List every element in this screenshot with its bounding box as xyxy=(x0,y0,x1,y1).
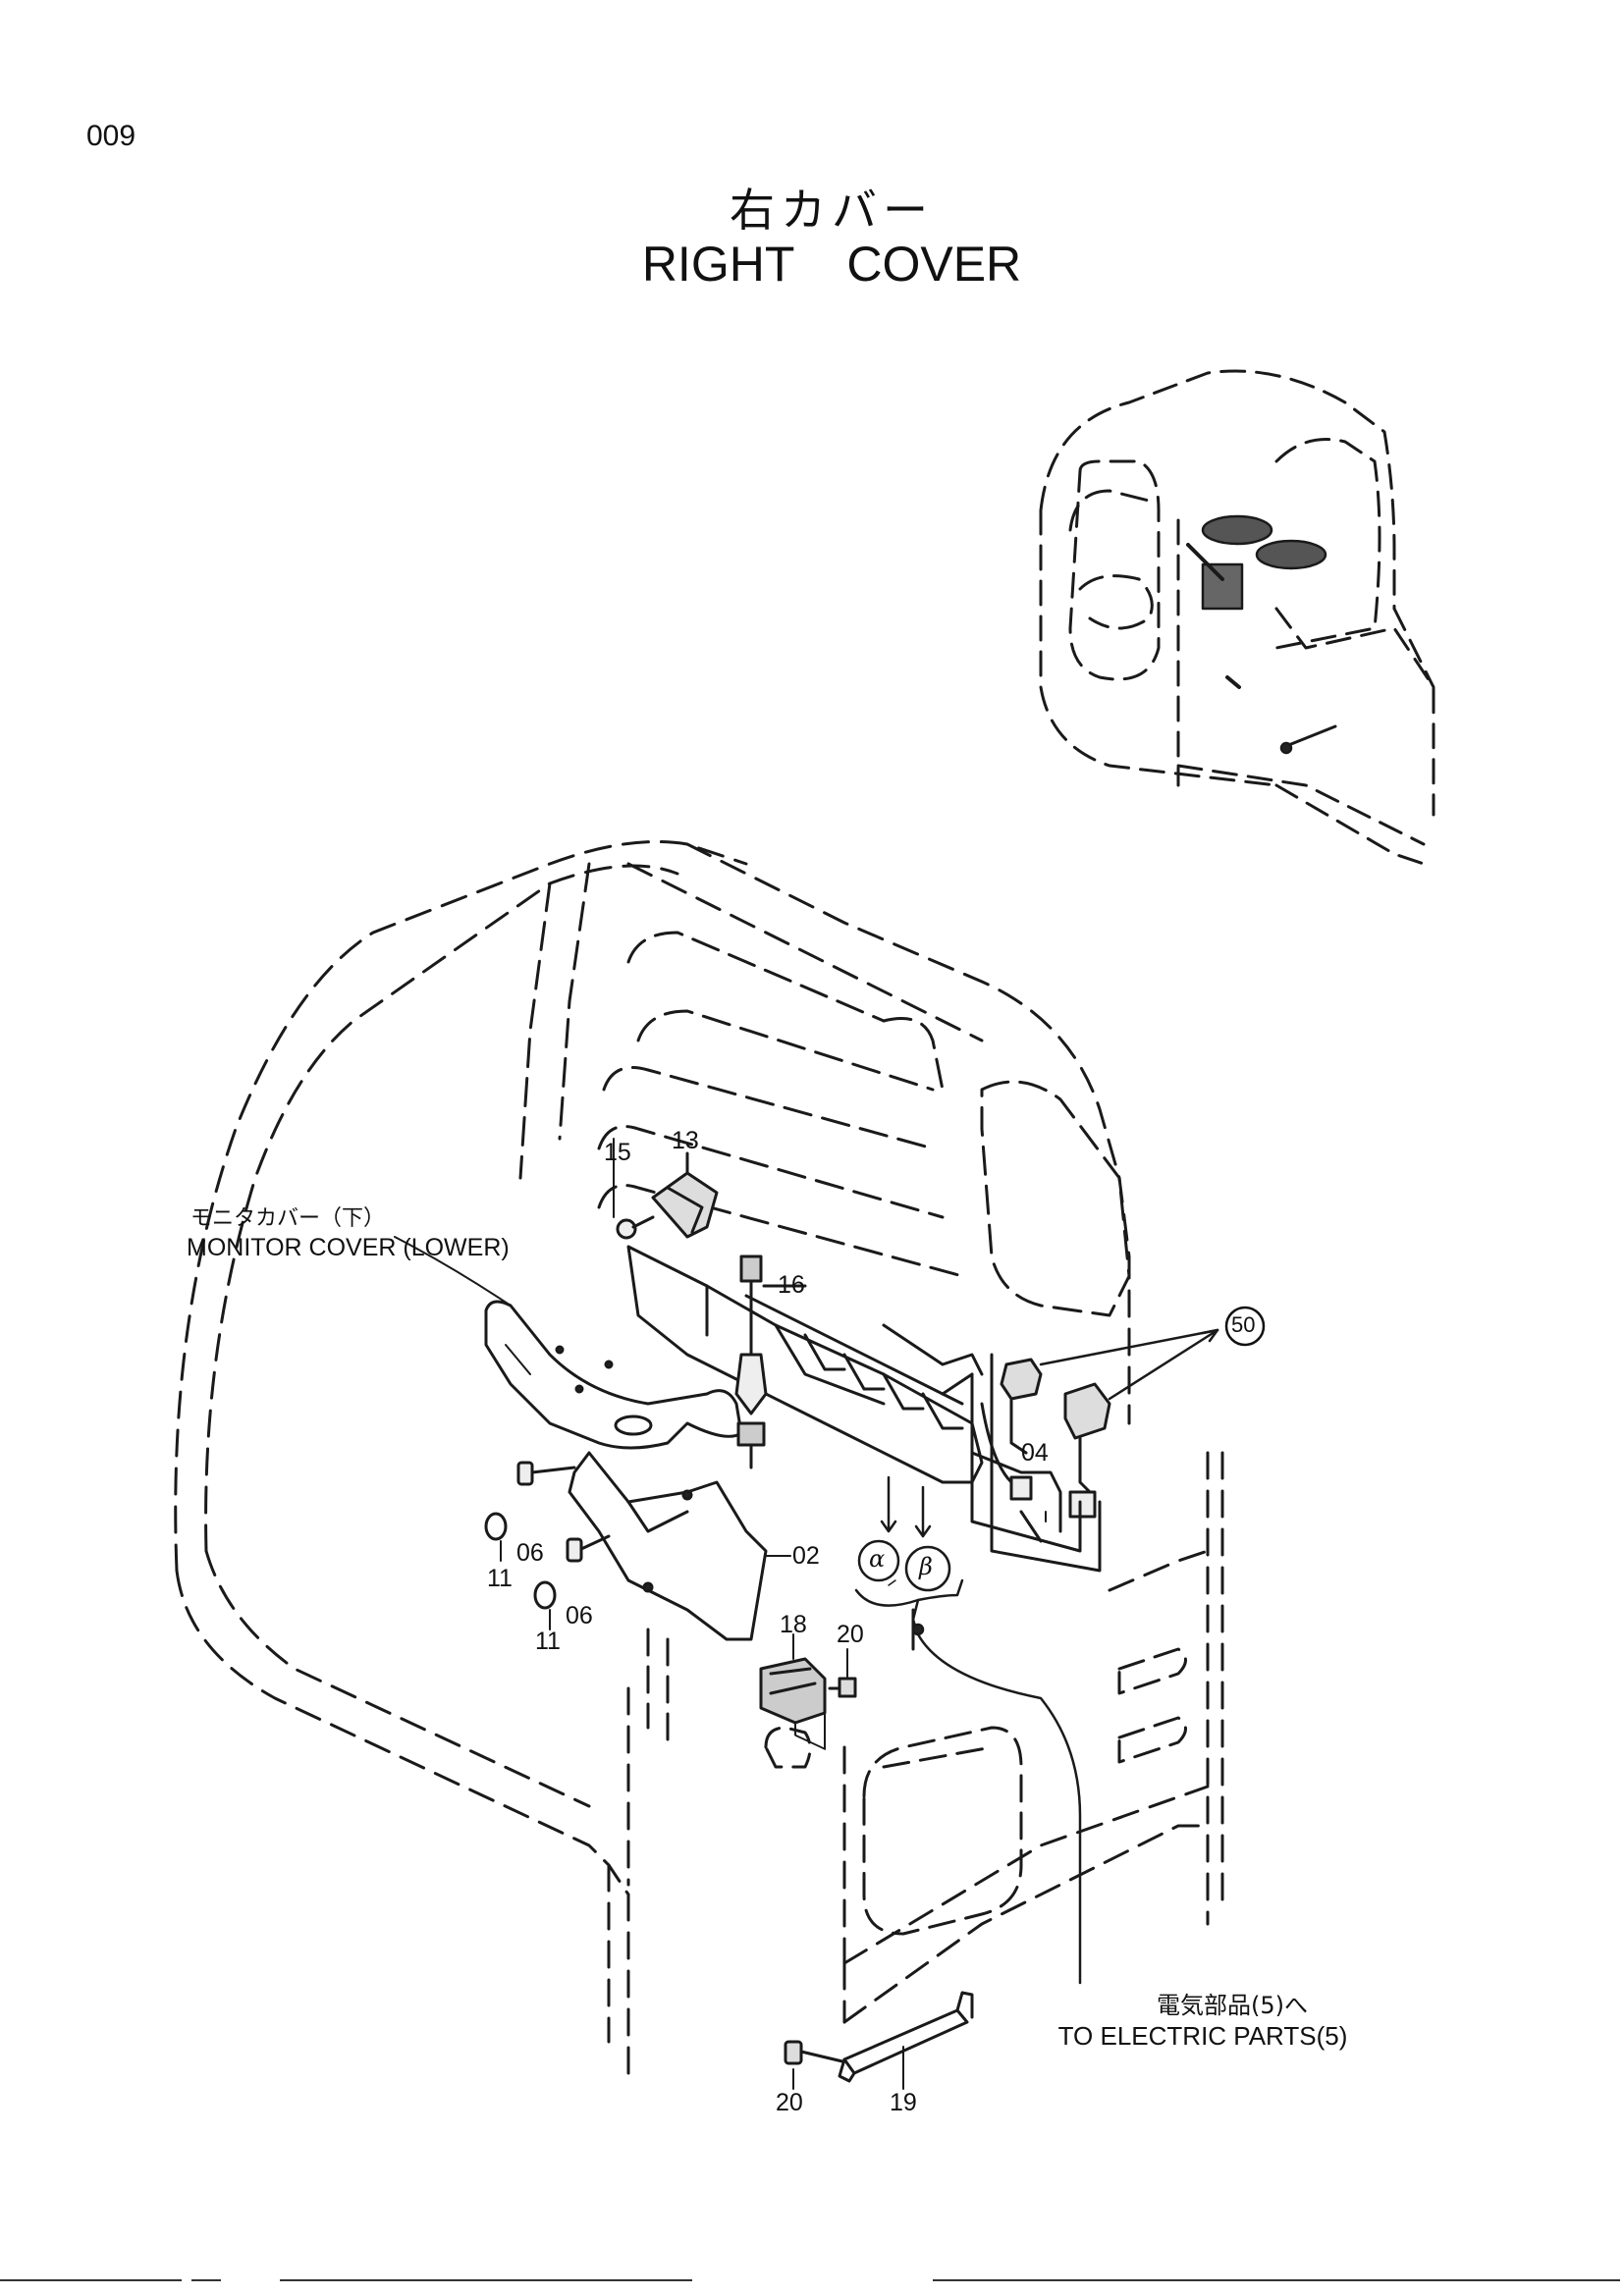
inset-vent-grilles xyxy=(1186,514,1337,755)
page-title-jp: 右カバー xyxy=(730,184,934,237)
alpha-symbol: α xyxy=(869,1545,886,1573)
part-20-screw-upper xyxy=(828,1677,857,1698)
electric-parts-label-jp: 電気部品(5)へ xyxy=(1157,1992,1308,2019)
part-02-lower-cover xyxy=(568,1451,791,1641)
part-label-06-lower: 06 xyxy=(566,1602,593,1629)
part-label-02: 02 xyxy=(792,1542,820,1570)
part-13-bracket xyxy=(651,1151,719,1239)
leader-lines xyxy=(394,1157,1047,2090)
inset-cab-window xyxy=(1068,489,1154,630)
monitor-cover-label-en: MONITOR COVER (LOWER) xyxy=(187,1233,510,1261)
part-50-switches xyxy=(1000,1328,1219,1519)
part-label-13: 13 xyxy=(672,1127,699,1154)
monitor-cover-lower xyxy=(484,1300,743,1450)
cab-outline xyxy=(174,840,1224,2083)
part-label-06-upper: 06 xyxy=(516,1539,544,1567)
part-18-clip xyxy=(759,1657,827,1725)
monitor-cover-label-jp: モニタカバー（下） xyxy=(190,1206,386,1231)
part-50-circle xyxy=(1224,1306,1266,1347)
footer-rule-2 xyxy=(191,2279,221,2281)
footer-rule-4 xyxy=(933,2279,1620,2281)
footer-rule-3 xyxy=(280,2279,692,2281)
part-06-screws xyxy=(516,1461,611,1563)
electric-parts-callout: 電気部品(5)へ TO ELECTRIC PARTS(5) xyxy=(1041,1991,1365,2053)
part-04-harness xyxy=(941,1353,1062,1543)
part-20-screw-lower xyxy=(784,2040,844,2065)
connector-callout-symbols xyxy=(854,1539,1082,1985)
part-label-11-upper: 11 xyxy=(487,1565,513,1592)
part-label-20-lower: 20 xyxy=(776,2089,803,2116)
part-16-connector xyxy=(734,1255,807,1469)
cab-window-rails xyxy=(518,862,1131,1317)
monitor-housing xyxy=(626,1245,984,1750)
page-title-en: RIGHT COVER xyxy=(641,237,1022,292)
electric-parts-label-en: TO ELECTRIC PARTS(5) xyxy=(1057,2021,1348,2051)
cab-overview-inset xyxy=(1039,369,1435,866)
part-11-caps xyxy=(484,1512,557,1610)
part-label-15: 15 xyxy=(604,1139,631,1166)
page-number: 009 xyxy=(86,120,136,152)
part-label-18: 18 xyxy=(780,1611,807,1638)
beta-symbol: β xyxy=(919,1553,933,1580)
arrows-down xyxy=(880,1475,932,1538)
part-label-19: 19 xyxy=(890,2089,917,2116)
part-label-20-upper: 20 xyxy=(837,1621,864,1648)
part-label-04: 04 xyxy=(1021,1439,1049,1467)
footer-rule-1 xyxy=(0,2279,182,2281)
part-label-11-lower: 11 xyxy=(535,1628,561,1655)
monitor-cover-callout: モニタカバー（下） MONITOR COVER (LOWER) xyxy=(187,1205,510,1263)
part-19-stay xyxy=(838,1991,974,2083)
cab-lower-side-panels xyxy=(646,1628,1187,1936)
part-label-50: 50 xyxy=(1231,1312,1256,1337)
part-label-16: 16 xyxy=(778,1271,805,1299)
